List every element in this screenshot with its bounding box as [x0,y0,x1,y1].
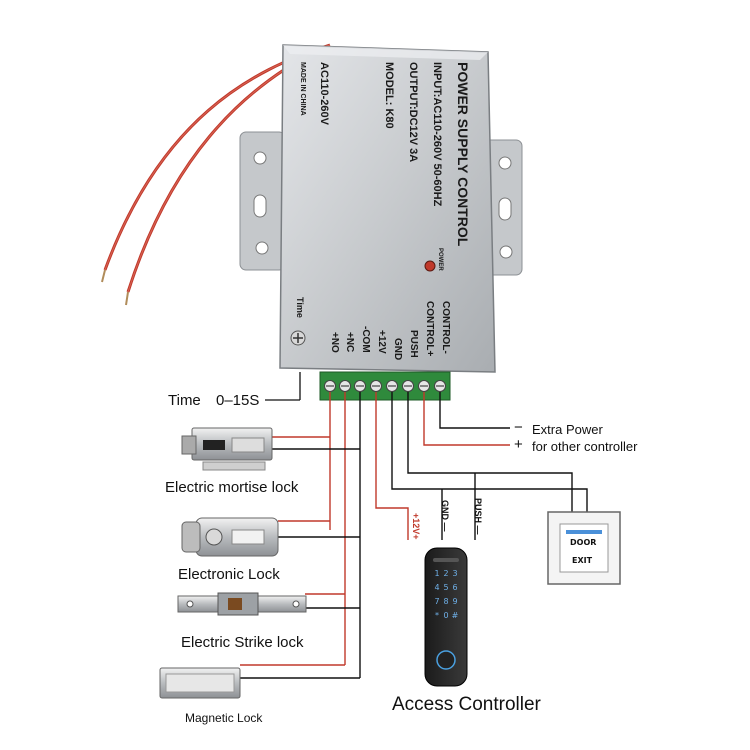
psu-title: POWER SUPPLY CONTROL [455,62,471,247]
extra-power-plus: + [514,436,523,453]
exit-button-door-text: DOOR [570,538,597,547]
psu-input-spec: INPUT:AC110-260V 50-60HZ [431,62,443,207]
terminal-label-control-plus: CONTROL+ [424,301,435,357]
strike-lock-image [177,592,307,616]
terminal-block [319,371,451,401]
wire-label-gnd: GND — [440,500,450,532]
time-label: Time [168,392,201,409]
mortise-lock-label: Electric mortise lock [165,479,299,496]
exit-button-image [547,511,621,585]
power-led-label: POWER [437,248,443,271]
terminal-label-12v: +12V [376,330,387,354]
magnetic-lock-image [159,667,241,699]
extra-power-label: Extra Power [532,422,603,437]
svg-text:2: 2 [443,569,448,578]
svg-text:5: 5 [443,583,448,592]
svg-text:6: 6 [452,583,457,592]
svg-text:#: # [452,611,459,620]
svg-text:1: 1 [434,569,439,578]
access-controller-label: Access Controller [392,694,541,715]
terminal-label-nc: +NC [344,332,355,353]
psu-output-spec: OUTPUT:DC12V 3A [407,62,419,163]
electronic-lock-image [181,517,279,557]
svg-text:3: 3 [452,569,457,578]
mortise-lock-image [181,427,273,471]
exit-button-exit-text: EXIT [572,556,593,565]
svg-text:8: 8 [443,597,448,606]
svg-text:0: 0 [443,611,448,620]
magnetic-lock-label: Magnetic Lock [185,711,263,725]
psu-made-in: MADE IN CHINA [299,62,306,116]
terminal-label-control-minus: CONTROL- [440,301,451,354]
time-range-label: 0–15S [216,392,260,409]
wire-label-push: PUSH — [473,498,483,535]
psu-model: MODEL: K80 [383,62,395,129]
terminal-label-push: PUSH [408,330,419,358]
svg-text:4: 4 [434,583,439,592]
svg-text:9: 9 [452,597,457,606]
other-controller-label: for other controller [532,439,638,454]
svg-text:*: * [435,611,439,620]
svg-text:7: 7 [434,597,439,606]
terminal-label-gnd: GND [392,338,403,361]
electronic-lock-label: Electronic Lock [178,566,280,583]
time-pointer [265,372,301,401]
strike-lock-label: Electric Strike lock [181,634,304,651]
power-supply-box [239,44,523,373]
terminal-label-no: +NO [329,332,340,353]
extra-power-minus: − [514,419,523,436]
wires [240,392,588,679]
time-knob-label: Time [295,297,305,318]
wire-label-12v: +12V+ [411,513,421,540]
psu-voltage: AC110-260V [318,62,330,125]
terminal-label-com: -COM [360,326,371,353]
